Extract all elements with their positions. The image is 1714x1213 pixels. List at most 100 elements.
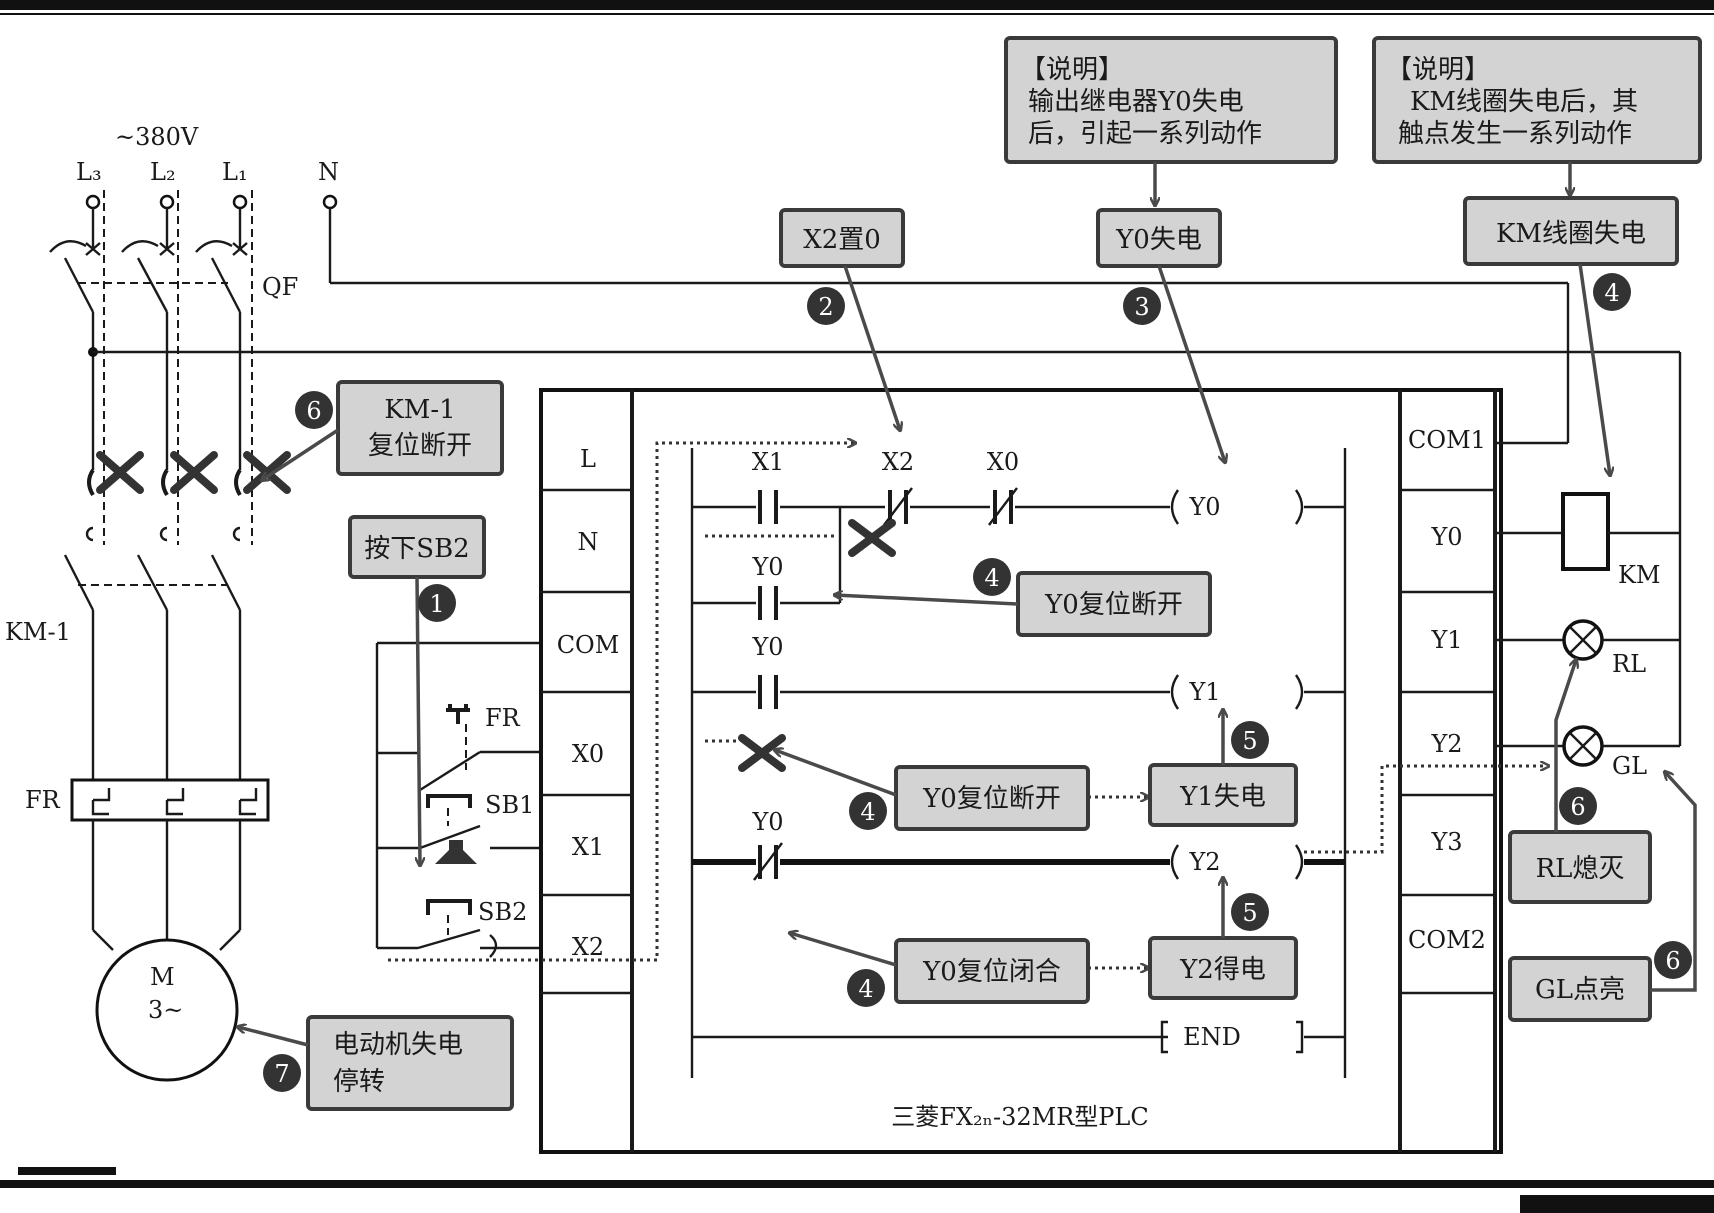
svg-text:KM-1: KM-1 xyxy=(384,395,455,425)
svg-text:GL点亮: GL点亮 xyxy=(1535,975,1625,1005)
terminal-x0: X0 xyxy=(572,740,604,768)
callout-motor-stop: 电动机失电 停转 xyxy=(306,1015,514,1111)
step-badge-6-km1: 6 xyxy=(295,391,333,429)
step-badge-1: 1 xyxy=(418,584,456,622)
svg-text:【说明】: 【说明】 xyxy=(1020,55,1124,85)
svg-text:Y1失电: Y1失电 xyxy=(1179,782,1266,812)
coil-y0-label: Y0 xyxy=(1188,493,1220,521)
step-badge-4-rung1: 4 xyxy=(973,558,1011,596)
svg-text:【说明】: 【说明】 xyxy=(1386,55,1490,85)
svg-text:X2置0: X2置0 xyxy=(803,225,881,255)
callout-x2-zero: X2置0 xyxy=(779,208,905,268)
plc-right-terminals xyxy=(1400,488,1495,995)
svg-text:4: 4 xyxy=(860,798,875,826)
svg-text:6: 6 xyxy=(306,397,321,425)
contact-x1-label: X1 xyxy=(752,448,784,476)
y2-to-gl-path xyxy=(1304,766,1548,854)
svg-text:5: 5 xyxy=(1242,727,1257,755)
svg-text:复位断开: 复位断开 xyxy=(368,431,472,461)
sb2-button xyxy=(417,840,541,958)
contact-y0a-label: Y0 xyxy=(751,553,783,581)
coil-end-label: END xyxy=(1183,1023,1241,1051)
l1-label: L₁ xyxy=(222,158,248,186)
callout-y2-gain: Y2得电 xyxy=(1148,936,1298,1000)
contact-y0c-label: Y0 xyxy=(751,808,783,836)
svg-text:1: 1 xyxy=(429,590,444,618)
contact-x0-label: X0 xyxy=(987,448,1019,476)
step-badge-5-y2: 5 xyxy=(1231,893,1269,931)
svg-text:触点发生一系列动作: 触点发生一系列动作 xyxy=(1398,119,1632,149)
svg-text:7: 7 xyxy=(274,1060,289,1088)
coil-y1-label: Y1 xyxy=(1188,678,1220,706)
callout-y0-reset-open-2: Y0复位断开 xyxy=(894,765,1090,831)
svg-text:4: 4 xyxy=(858,975,873,1003)
svg-text:后，引起一系列动作: 后，引起一系列动作 xyxy=(1028,119,1262,149)
fr-contact-label: FR xyxy=(485,704,521,732)
svg-text:Y2得电: Y2得电 xyxy=(1179,955,1266,985)
step-badge-5-y1: 5 xyxy=(1231,721,1269,759)
plc-model: 三菱FX₂ₙ-32MR型PLC xyxy=(891,1103,1148,1131)
svg-text:输出继电器Y0失电: 输出继电器Y0失电 xyxy=(1028,87,1244,117)
l1-terminal xyxy=(232,194,248,210)
km1-label: KM-1 xyxy=(5,618,71,646)
callout-y1-lose: Y1失电 xyxy=(1148,763,1298,827)
step-badge-7: 7 xyxy=(263,1054,301,1092)
km-label: KM xyxy=(1618,561,1661,589)
step-badge-4-rung2: 4 xyxy=(849,792,887,830)
step-badge-6-rl: 6 xyxy=(1559,787,1597,825)
l2-label: L₂ xyxy=(150,158,176,186)
rl-label: RL xyxy=(1612,650,1646,678)
motor-m: M xyxy=(150,963,175,991)
svg-text:KM线圈失电后，其: KM线圈失电后，其 xyxy=(1410,87,1638,117)
svg-text:4: 4 xyxy=(1604,279,1619,307)
rl-lamp xyxy=(1562,619,1604,661)
callout-km1-reset: KM-1 复位断开 xyxy=(336,380,504,476)
terminal-com2: COM2 xyxy=(1408,926,1486,954)
svg-text:4: 4 xyxy=(984,564,999,592)
terminal-y1: Y1 xyxy=(1430,626,1462,654)
terminal-y0: Y0 xyxy=(1430,523,1462,551)
rung-2 xyxy=(692,674,1345,772)
fr-label: FR xyxy=(25,786,61,814)
svg-text:RL熄灭: RL熄灭 xyxy=(1536,854,1625,884)
bottom-right-block xyxy=(1520,1195,1714,1213)
svg-text:电动机失电: 电动机失电 xyxy=(333,1030,463,1060)
top-border-bar xyxy=(0,0,1714,10)
qf-breaker xyxy=(49,190,253,545)
terminal-l: L xyxy=(580,445,596,473)
svg-text:2: 2 xyxy=(818,293,833,321)
l3-label: L₃ xyxy=(76,158,102,186)
n-terminal xyxy=(322,194,338,210)
svg-text:6: 6 xyxy=(1570,793,1585,821)
svg-text:Y0复位断开: Y0复位断开 xyxy=(922,784,1061,814)
motor-phase: 3~ xyxy=(148,996,183,1024)
coil-y2-label: Y2 xyxy=(1188,848,1220,876)
sb1-button xyxy=(419,794,541,850)
km-coil xyxy=(1561,492,1610,571)
svg-text:按下SB2: 按下SB2 xyxy=(364,534,469,564)
svg-text:5: 5 xyxy=(1242,899,1257,927)
svg-text:3: 3 xyxy=(1134,293,1149,321)
callout-rl-off: RL熄灭 xyxy=(1508,830,1652,904)
svg-text:Y0失电: Y0失电 xyxy=(1115,225,1202,255)
terminal-y3: Y3 xyxy=(1430,828,1462,856)
callout-y0-reset-open-1: Y0复位断开 xyxy=(1016,571,1212,637)
sb2-label: SB2 xyxy=(478,898,527,926)
qf-label: QF xyxy=(262,273,298,301)
rung-3 xyxy=(692,842,1345,881)
sb1-label: SB1 xyxy=(485,791,534,819)
callout-y0-reset-close: Y0复位闭合 xyxy=(894,938,1090,1004)
x2-signal-path xyxy=(388,443,855,962)
n-label: N xyxy=(318,158,339,186)
fr-thermal-relay xyxy=(70,778,270,822)
step-badge-4-rung3: 4 xyxy=(847,969,885,1007)
note-km: 【说明】 KM线圈失电后，其 触点发生一系列动作 xyxy=(1372,36,1702,164)
km1-main-contacts xyxy=(63,451,291,611)
step-badge-2: 2 xyxy=(807,287,845,325)
contact-x2-label: X2 xyxy=(882,448,914,476)
callout-km-coil-lose: KM线圈失电 xyxy=(1463,196,1679,266)
bottom-left-mark xyxy=(18,1167,116,1175)
motor xyxy=(95,938,239,1082)
terminal-com1: COM1 xyxy=(1408,426,1486,454)
